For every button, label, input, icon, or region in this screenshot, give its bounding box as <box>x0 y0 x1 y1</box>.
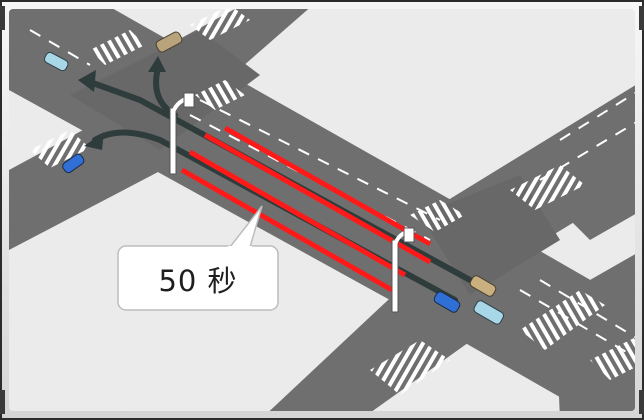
crosswalk <box>190 9 250 40</box>
lower-right-cross-road <box>260 270 500 411</box>
crosswalk <box>510 165 585 210</box>
turn-arrow-icon <box>78 70 96 92</box>
right-side-road <box>560 150 635 240</box>
car-icon <box>469 275 497 297</box>
left-intersection <box>70 30 260 150</box>
crosswalk <box>30 130 90 168</box>
car-icon <box>433 291 461 313</box>
crosswalk <box>520 290 605 350</box>
car-icon <box>155 31 183 53</box>
car-icon <box>473 300 505 325</box>
traffic-signal-pole-icon <box>169 92 195 175</box>
car-icon <box>62 153 85 174</box>
right-intersection <box>420 175 560 295</box>
lower-right-road <box>555 240 635 411</box>
traffic-signal-pole-icon <box>391 227 415 313</box>
crosswalk <box>590 335 635 380</box>
crosswalk <box>370 340 450 395</box>
turn-arrow-icon <box>84 132 104 150</box>
car-icon <box>43 51 69 72</box>
crosswalk <box>410 200 465 232</box>
time-callout <box>117 205 279 311</box>
turn-arrow-icon <box>148 56 166 72</box>
crosswalk <box>195 80 245 110</box>
callout-label: 50 秒 <box>158 264 238 298</box>
crosswalk <box>90 30 145 65</box>
